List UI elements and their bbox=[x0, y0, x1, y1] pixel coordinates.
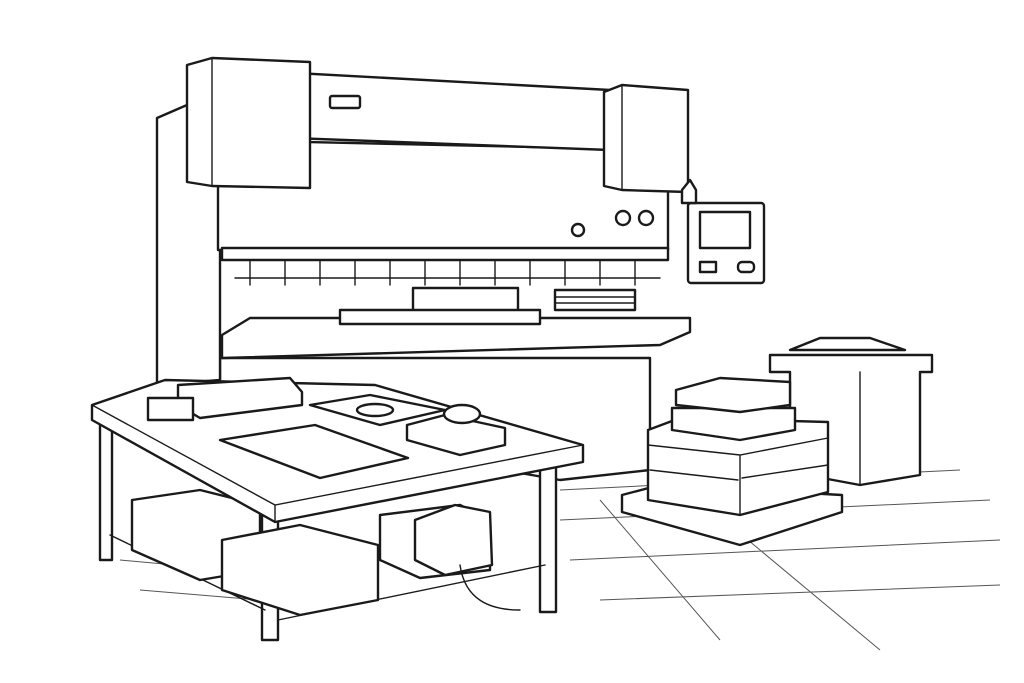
dome-part bbox=[442, 403, 482, 425]
pallet-stack bbox=[620, 376, 844, 547]
control-panel bbox=[680, 178, 766, 285]
right-housing bbox=[602, 83, 690, 194]
power-unit bbox=[413, 503, 494, 577]
ring-part bbox=[355, 402, 395, 418]
tooling-fingers bbox=[234, 259, 661, 286]
power-cable bbox=[459, 564, 521, 611]
machine-bed bbox=[220, 316, 692, 360]
control-knob bbox=[570, 222, 586, 238]
bin bbox=[220, 523, 380, 617]
control-screen bbox=[698, 210, 752, 250]
sheet-metal-plate bbox=[338, 308, 542, 326]
plate-stack bbox=[553, 288, 637, 312]
left-housing bbox=[185, 56, 312, 190]
beam-handle bbox=[328, 94, 362, 110]
workpiece-block bbox=[411, 286, 520, 314]
work-table bbox=[90, 376, 585, 642]
panel-button bbox=[698, 260, 718, 274]
board-stack-top bbox=[674, 376, 792, 414]
ram-bar bbox=[220, 246, 670, 262]
panel-button bbox=[736, 260, 756, 274]
blueprint-sheet bbox=[218, 423, 410, 480]
control-knob bbox=[614, 209, 632, 227]
table-leg bbox=[98, 418, 114, 562]
control-knob bbox=[637, 209, 655, 227]
table-leg bbox=[538, 458, 558, 614]
clamp bbox=[146, 396, 195, 422]
